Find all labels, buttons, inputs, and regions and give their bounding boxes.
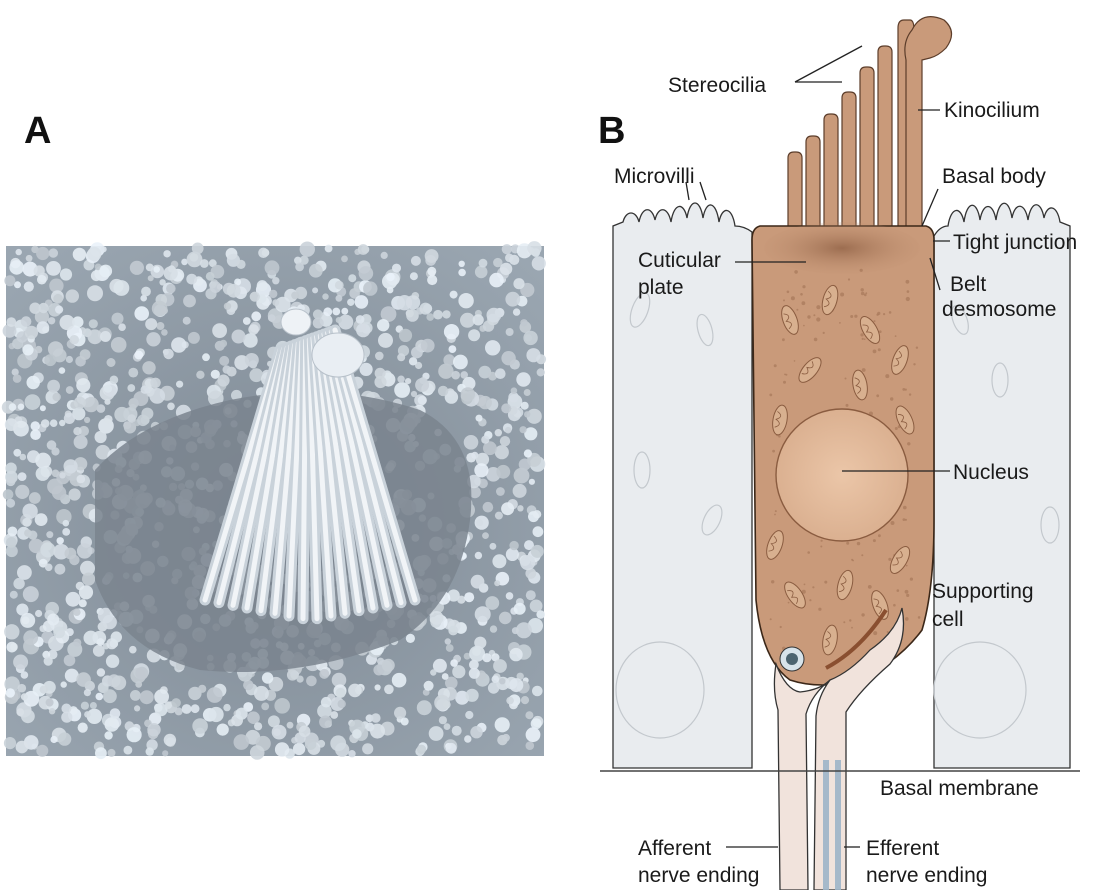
synaptic-body-core [786, 653, 798, 665]
sem-stereocilia-tip [281, 309, 311, 335]
label-cuticular-plate-1: Cuticular [638, 249, 721, 272]
hair-cell-drawing [600, 17, 1080, 890]
stereocilia-group [788, 46, 892, 232]
label-afferent-2: nerve ending [638, 864, 759, 887]
label-kinocilium: Kinocilium [944, 99, 1040, 122]
nucleus [776, 409, 908, 541]
label-afferent-1: Afferent [638, 837, 711, 860]
label-microvilli: Microvilli [614, 165, 695, 188]
panel-a-letter: A [24, 110, 51, 152]
label-cuticular-plate-2: plate [638, 276, 684, 299]
kinocilium-bulb [905, 17, 952, 232]
label-efferent-2: nerve ending [866, 864, 987, 887]
label-basal-membrane: Basal membrane [880, 777, 1039, 800]
sem-micrograph [2, 241, 546, 760]
label-supporting-cell-2: cell [932, 608, 964, 631]
cuticular-plate-shading [764, 222, 920, 274]
label-nucleus: Nucleus [953, 461, 1029, 484]
label-belt-desmosome-2: desmosome [942, 298, 1056, 321]
label-stereocilia: Stereocilia [668, 74, 766, 97]
label-basal-body: Basal body [942, 165, 1046, 188]
label-supporting-cell-1: Supporting [932, 580, 1034, 603]
label-tight-junction: Tight junction [953, 231, 1077, 254]
label-belt-desmosome-1: Belt [950, 273, 986, 296]
label-efferent-1: Efferent [866, 837, 939, 860]
sem-kinocilium-knob [312, 333, 364, 377]
panel-b-letter: B [598, 110, 625, 152]
